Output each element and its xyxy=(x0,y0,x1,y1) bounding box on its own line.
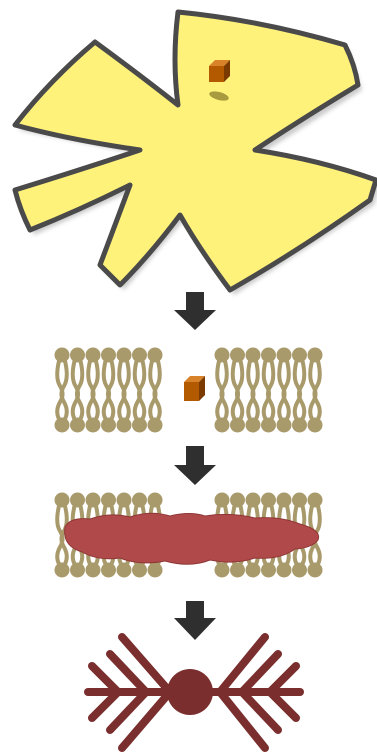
down-arrow-2 xyxy=(174,446,216,485)
lipid-molecule xyxy=(308,348,323,433)
lipid-molecule xyxy=(101,348,116,433)
fiber-right-up xyxy=(220,637,265,692)
down-arrow-1 xyxy=(174,292,216,330)
down-arrow-3 xyxy=(174,601,216,640)
lipid-molecule xyxy=(292,348,307,433)
lipid-molecule xyxy=(246,348,261,433)
crosslink-node xyxy=(167,669,213,715)
lipid-molecule xyxy=(117,348,132,433)
lipid-molecule xyxy=(86,348,101,433)
lipid-molecule xyxy=(215,348,230,433)
lipid-molecule xyxy=(55,348,70,433)
fiber-left-down xyxy=(122,692,170,748)
fiber-left-up xyxy=(122,637,170,692)
lipid-molecule xyxy=(230,348,245,433)
cell-illustration xyxy=(15,12,377,295)
lipid-molecule xyxy=(277,348,292,433)
particle-cube-top xyxy=(209,60,230,82)
cell-body xyxy=(15,12,376,290)
lipid-molecule xyxy=(148,348,163,433)
lipid-molecule xyxy=(132,348,147,433)
fiber-right-down xyxy=(220,692,265,748)
lipid-molecule xyxy=(70,348,85,433)
particle-cube-middle xyxy=(184,376,205,401)
lipid-molecule xyxy=(261,348,276,433)
